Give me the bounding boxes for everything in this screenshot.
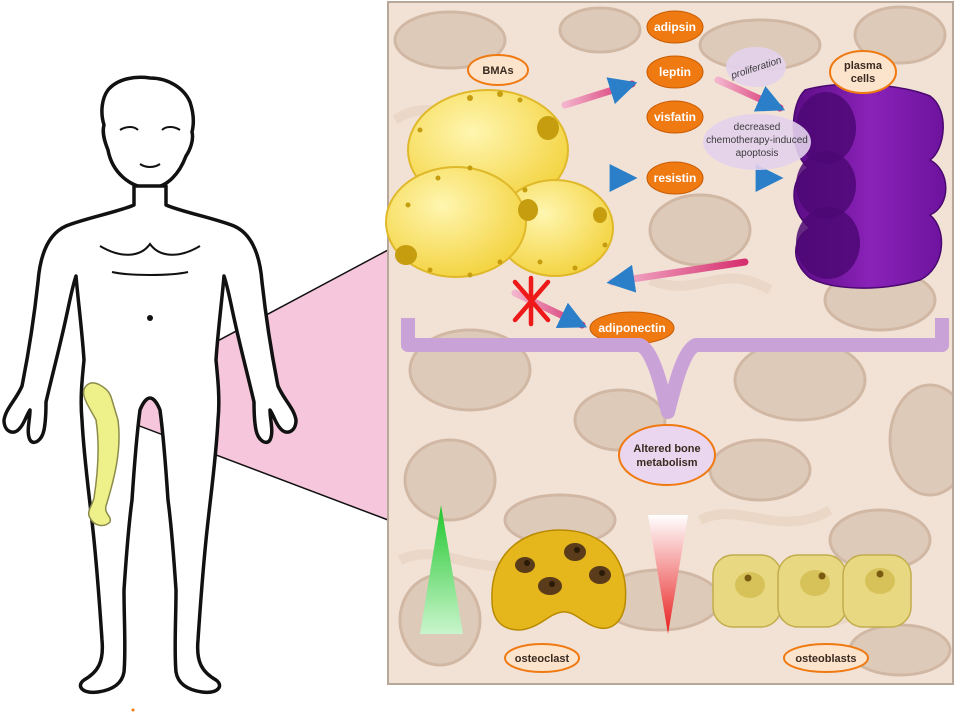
arrow-bma-to-leptin	[561, 77, 638, 109]
svg-text:leptin: leptin	[659, 65, 691, 79]
adipokine-resistin: resistin	[646, 161, 704, 195]
femur-bone	[82, 382, 120, 527]
inhibition-cross	[512, 275, 551, 327]
human-figure	[2, 75, 298, 695]
osteoblast-cells	[712, 554, 912, 628]
plasma-cell-stack	[792, 83, 947, 289]
bma-cell	[385, 166, 527, 278]
adipokine-leptin: leptin	[646, 55, 704, 89]
svg-text:metabolism: metabolism	[636, 457, 697, 469]
body-details	[99, 126, 201, 276]
svg-text:adipsin: adipsin	[654, 20, 696, 34]
svg-text:visfatin: visfatin	[654, 110, 696, 124]
bma-cell-cluster	[385, 89, 614, 278]
stray-dot	[131, 708, 135, 712]
arrow-leptin-to-plasma	[714, 76, 786, 112]
panel-border	[387, 1, 954, 685]
svg-text:chemotherapy-induced: chemotherapy-induced	[706, 135, 808, 146]
osteoblasts-label: osteoblasts	[783, 643, 869, 673]
decrease-indicator	[648, 515, 688, 634]
convergence-brace	[401, 318, 949, 419]
svg-text:cells: cells	[851, 73, 875, 85]
plasma-cells-label: plasma cells	[829, 50, 897, 94]
signal-arrows	[511, 76, 786, 329]
svg-text:apoptosis: apoptosis	[736, 148, 779, 159]
navel	[147, 315, 153, 321]
svg-text:osteoclast: osteoclast	[515, 653, 570, 665]
svg-text:decreased: decreased	[734, 122, 781, 133]
adipokine-adipsin: adipsin	[646, 10, 704, 44]
svg-text:BMAs: BMAs	[482, 65, 513, 77]
svg-text:adiponectin: adiponectin	[598, 321, 665, 335]
proliferation-note: proliferation	[726, 47, 786, 87]
adipokine-visfatin: visfatin	[646, 100, 704, 134]
altered-bone-metabolism-label: Altered bone metabolism	[618, 424, 716, 486]
svg-text:osteoblasts: osteoblasts	[795, 653, 856, 665]
bmas-label: BMAs	[467, 54, 529, 86]
apoptosis-note: decreased chemotherapy-induced apoptosis	[703, 114, 811, 170]
increase-indicator	[420, 505, 463, 634]
svg-text:Altered bone: Altered bone	[633, 443, 700, 455]
svg-text:resistin: resistin	[654, 171, 697, 185]
osteoclast-cell	[491, 529, 627, 631]
arrow-plasma-to-bma	[606, 258, 749, 293]
arrow-bma-to-adiponectin	[511, 289, 588, 329]
svg-text:plasma: plasma	[844, 60, 883, 72]
osteoclast-label: osteoclast	[504, 643, 580, 673]
adipokine-adiponectin: adiponectin	[589, 311, 675, 345]
